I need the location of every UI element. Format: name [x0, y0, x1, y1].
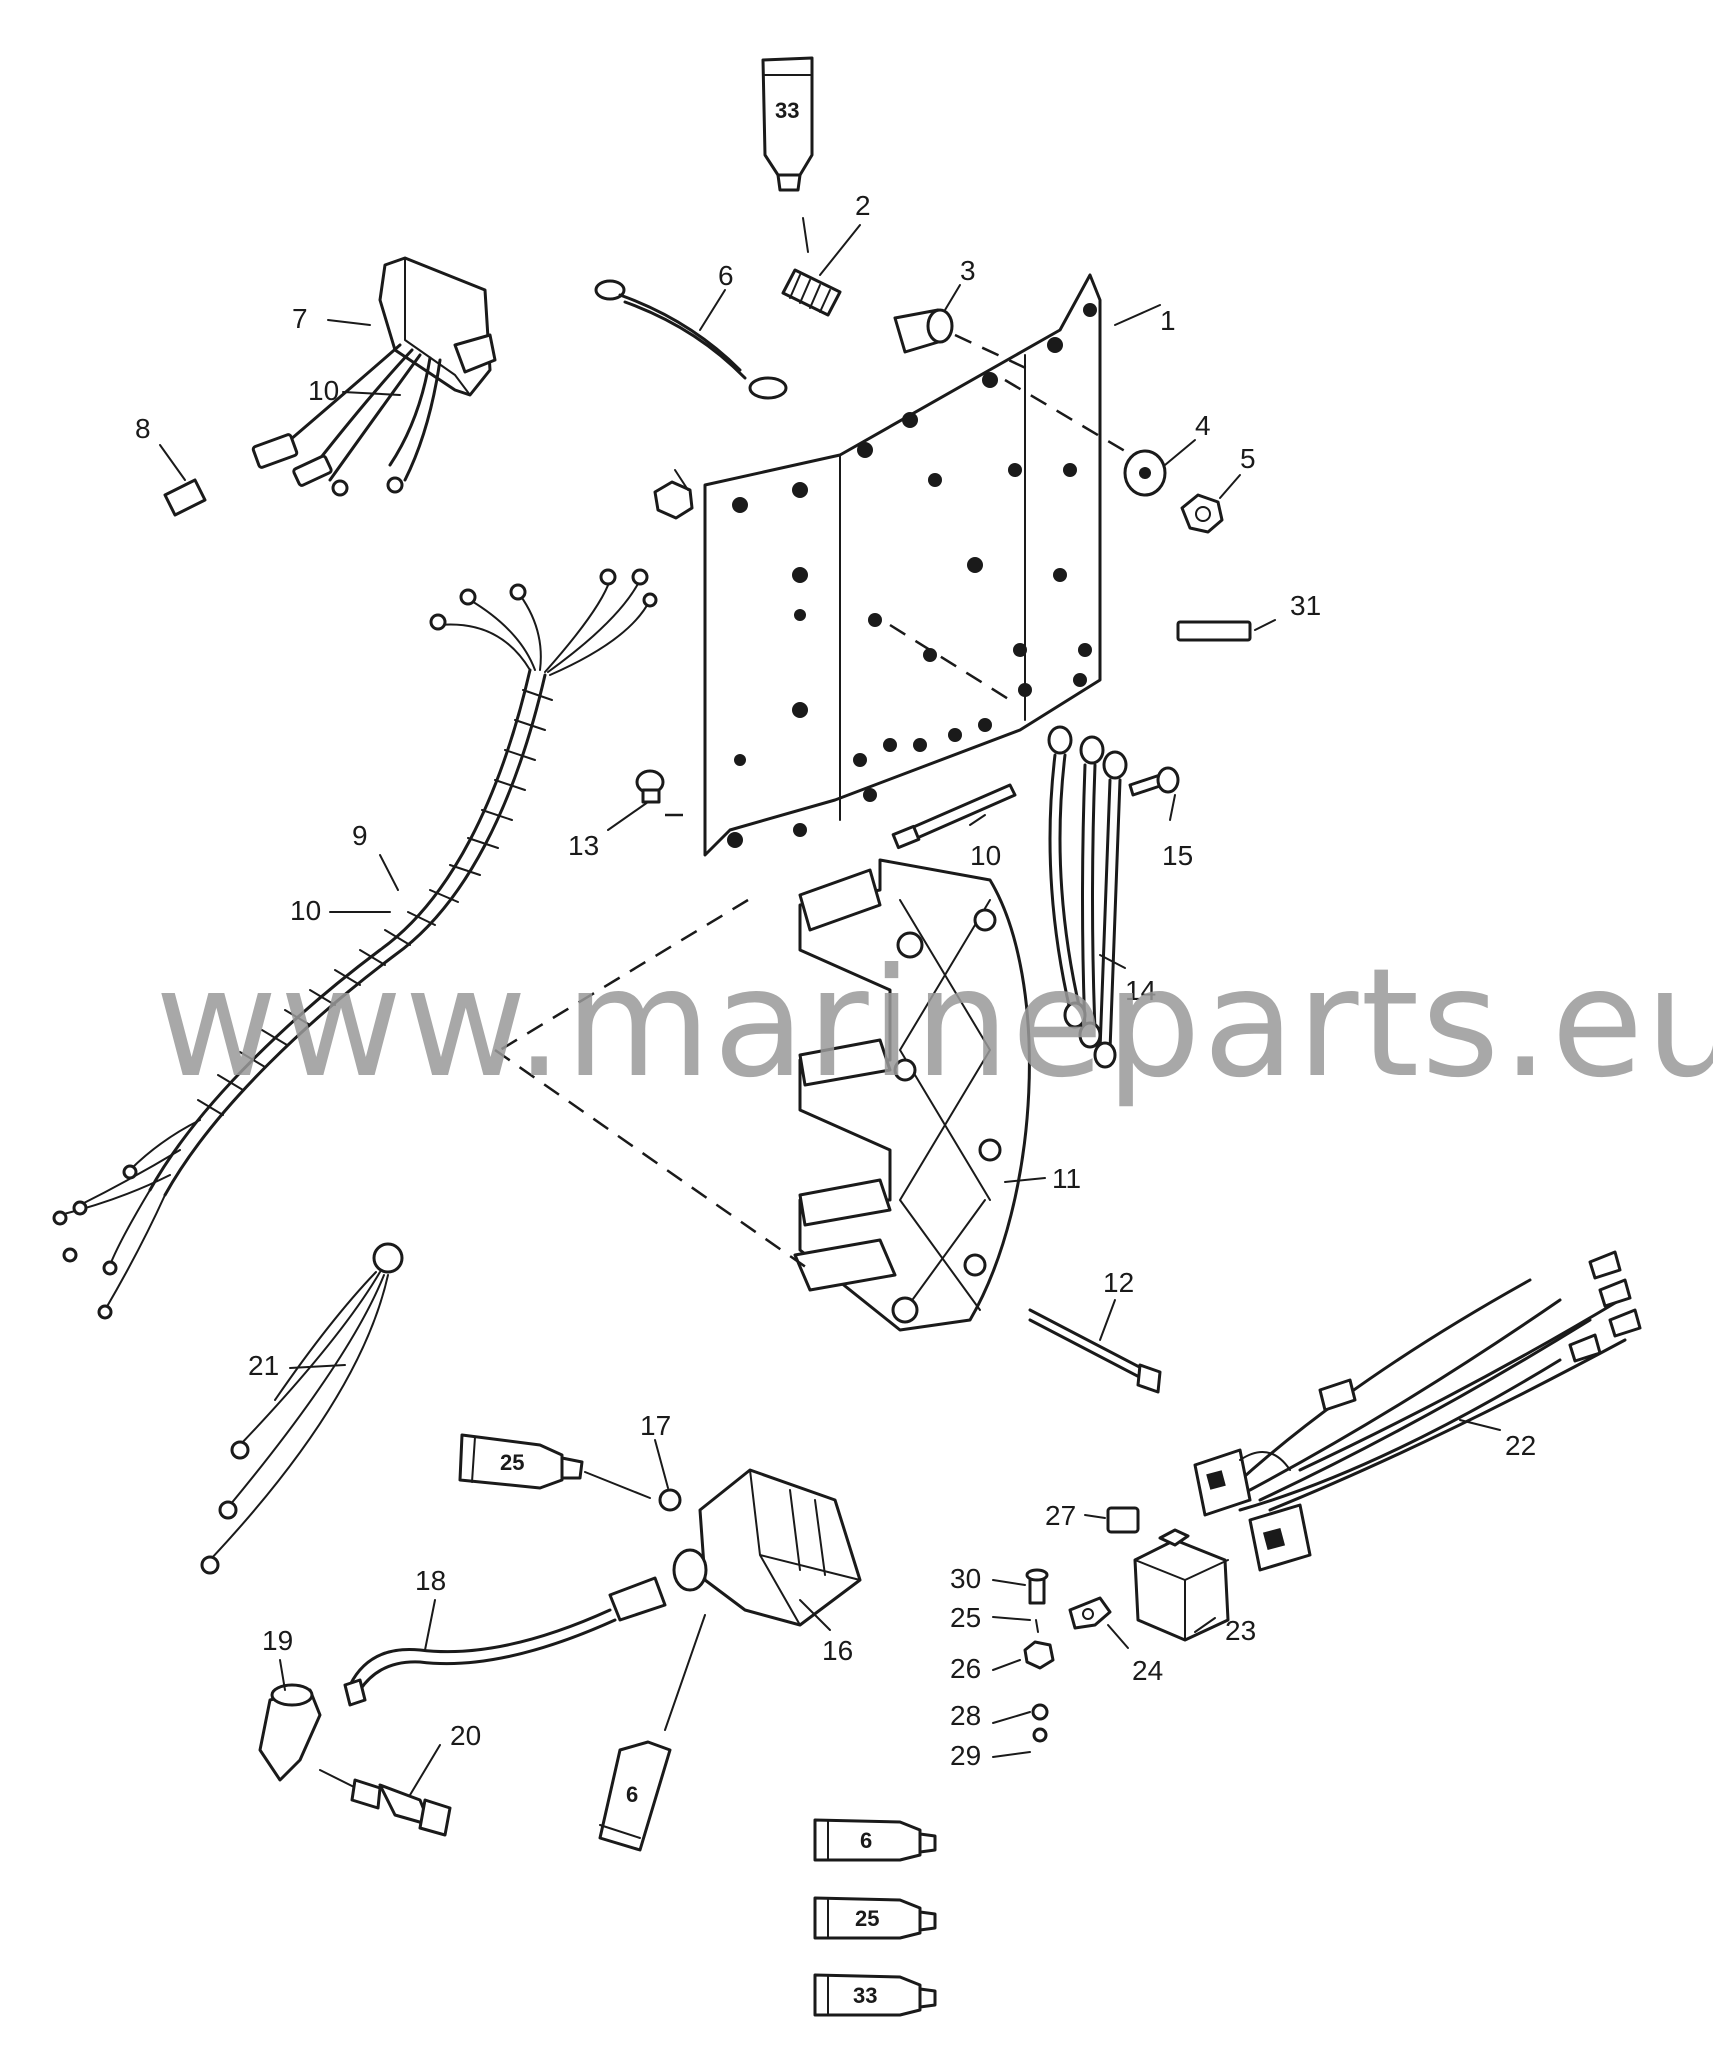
callout-27: 27: [1045, 1500, 1076, 1531]
callout-26: 26: [950, 1653, 981, 1684]
leads-21: [200, 1242, 404, 1575]
spacer: [893, 308, 1031, 372]
callout-9: 9: [352, 820, 368, 851]
sealant-tube-6-bottom: 6: [813, 1818, 937, 1862]
callout-13: 13: [568, 830, 599, 861]
callout-15: 15: [1162, 840, 1193, 871]
screw-12: [1028, 1308, 1162, 1394]
callout-10-top: 10: [308, 375, 339, 406]
sealant-tube-25-bottom: 25: [813, 1896, 937, 1940]
nut-17: [658, 1488, 682, 1512]
terminal-8: [163, 478, 207, 517]
sealant-tube-25-mid: 25: [458, 1433, 651, 1499]
leader-lines: [159, 224, 1501, 1796]
callout-numbers: 1 2 3 4 5 6 7 8 9 10 10 10 11 12 13 14 1…: [135, 190, 1536, 1771]
tube-label: 6: [626, 1782, 638, 1807]
callout-24: 24: [1132, 1655, 1163, 1686]
callout-17: 17: [640, 1410, 671, 1441]
mounting-plate: [703, 273, 1141, 857]
callout-8: 8: [135, 413, 151, 444]
sealant-tube-33-bottom: 33: [813, 1973, 937, 2017]
lead-18: [343, 1608, 617, 1707]
cables-14: [1047, 725, 1128, 1069]
plate-nut: [653, 480, 694, 520]
washer: [1123, 449, 1167, 497]
callout-21: 21: [248, 1350, 279, 1381]
grommet-13: [635, 769, 695, 817]
callout-23: 23: [1225, 1615, 1256, 1646]
harness-22: [1193, 1250, 1642, 1572]
sealant-tube-6-mid: 6: [598, 1614, 706, 1852]
callout-11: 11: [1052, 1163, 1081, 1194]
tube-label: 33: [775, 98, 799, 123]
callout-25: 25: [950, 1602, 981, 1633]
ground-strap: [594, 279, 788, 400]
tube-label: 33: [853, 1983, 877, 2008]
callout-22: 22: [1505, 1430, 1536, 1461]
callout-31: 31: [1290, 590, 1321, 621]
module-7: [251, 256, 497, 497]
small-hardware: [1023, 1568, 1055, 1743]
watermark-text: www.marineparts.eu: [155, 937, 1713, 1111]
spark-plug-20: [319, 1769, 452, 1837]
tube-label: 25: [500, 1450, 524, 1475]
callout-16: 16: [822, 1635, 853, 1666]
callout-19: 19: [262, 1625, 293, 1656]
rod: [1176, 620, 1252, 642]
callout-5: 5: [1240, 443, 1256, 474]
callout-6: 6: [718, 260, 734, 291]
callout-3: 3: [960, 255, 976, 286]
callout-10-plate: 10: [970, 840, 1001, 871]
callout-1: 1: [1160, 305, 1176, 336]
bolt-15: [1128, 766, 1180, 797]
stator-11: [793, 858, 1031, 1332]
callout-30: 30: [950, 1563, 981, 1594]
callout-18: 18: [415, 1565, 446, 1596]
callout-2: 2: [855, 190, 871, 221]
callout-14: 14: [1125, 975, 1156, 1006]
sealant-tube-33-top: 33: [761, 56, 814, 192]
module-16: [608, 1468, 862, 1627]
callout-20: 20: [450, 1720, 481, 1751]
callout-4: 4: [1195, 410, 1211, 441]
stud: [781, 217, 842, 317]
callout-28: 28: [950, 1700, 981, 1731]
wire-harness: [52, 568, 658, 1320]
sensor-10: [891, 783, 1017, 850]
part-27: [1106, 1506, 1140, 1534]
tube-label: 6: [860, 1828, 872, 1853]
callout-7: 7: [292, 303, 308, 334]
boot-19: [258, 1683, 322, 1782]
callout-12: 12: [1103, 1267, 1134, 1298]
callout-10-left: 10: [290, 895, 321, 926]
callout-29: 29: [950, 1740, 981, 1771]
tube-label: 25: [855, 1906, 879, 1931]
bracket-24: [1068, 1596, 1112, 1630]
nut: [1180, 493, 1224, 534]
solenoid-23: [1133, 1528, 1230, 1642]
